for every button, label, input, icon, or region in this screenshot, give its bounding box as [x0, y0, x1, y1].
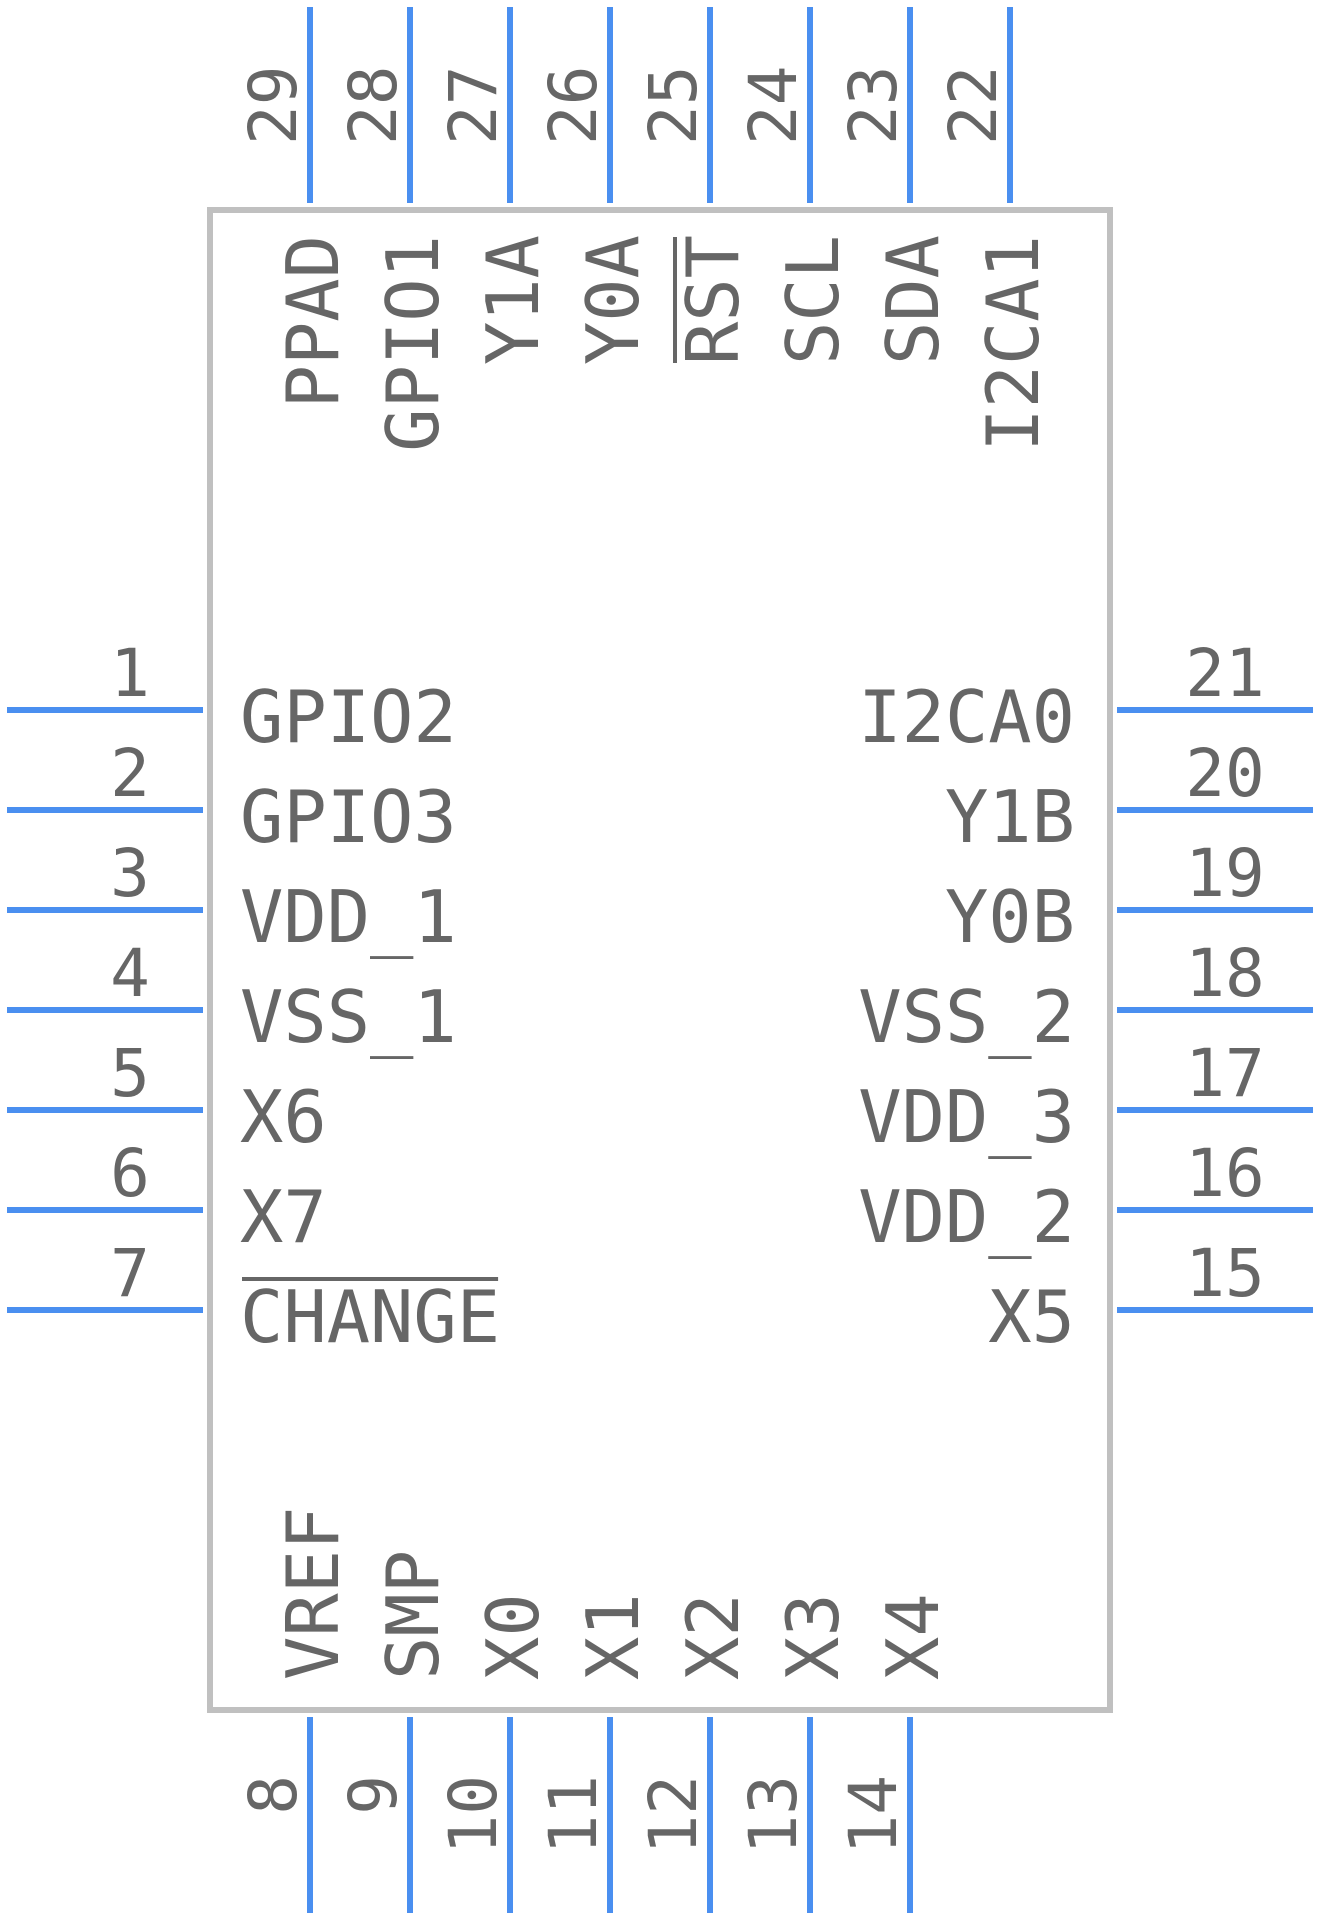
pin-number: 21: [1185, 635, 1264, 712]
pin-name: SCL: [771, 235, 855, 365]
pin-number: 22: [935, 66, 1012, 145]
pin-number: 16: [1185, 1135, 1264, 1212]
pin-number: 5: [110, 1035, 150, 1112]
pin-name: VSS_2: [858, 975, 1075, 1059]
pin-name: SDA: [871, 235, 955, 365]
pin-name: Y1B: [945, 775, 1075, 859]
pin-number: 12: [635, 1775, 712, 1854]
pin-name: VSS_1: [240, 975, 457, 1059]
pin-name: Y0A: [571, 235, 655, 365]
pin-name: GPIO2: [240, 675, 457, 759]
pin-name: X3: [771, 1593, 855, 1680]
pin-name: VDD_1: [240, 875, 457, 959]
pin-number: 1: [110, 635, 150, 712]
pin-name: RST: [671, 235, 755, 365]
pin-number: 6: [110, 1135, 150, 1212]
pin-name: PPAD: [271, 235, 355, 408]
pin-name: X5: [988, 1275, 1075, 1359]
pin-number: 8: [235, 1775, 312, 1815]
pin-name: X7: [240, 1175, 327, 1259]
pin-number: 9: [335, 1775, 412, 1815]
pin-number: 26: [535, 66, 612, 145]
pin-number: 15: [1185, 1235, 1264, 1312]
pin-number: 27: [435, 66, 512, 145]
pin-name: I2CA0: [858, 675, 1075, 759]
pin-number: 4: [110, 935, 150, 1012]
pin-number: 7: [110, 1235, 150, 1312]
pin-number: 11: [535, 1775, 612, 1854]
pin-name: GPIO1: [371, 235, 455, 452]
pin-number: 19: [1185, 835, 1264, 912]
pin-number: 17: [1185, 1035, 1264, 1112]
component-body: [207, 207, 1113, 1713]
pin-number: 20: [1185, 735, 1264, 812]
pin-name: VREF: [271, 1507, 355, 1680]
pin-number: 2: [110, 735, 150, 812]
pin-number: 10: [435, 1775, 512, 1854]
pin-name: GPIO3: [240, 775, 457, 859]
pin-name: I2CA1: [971, 235, 1055, 452]
pin-name: SMP: [371, 1550, 455, 1680]
pin-name: X0: [471, 1593, 555, 1680]
pin-number: 14: [835, 1775, 912, 1854]
pin-number: 25: [635, 66, 712, 145]
pin-name: Y1A: [471, 235, 555, 365]
pin-name: X2: [671, 1593, 755, 1680]
pin-lines: [7, 7, 1313, 1913]
pin-number: 23: [835, 66, 912, 145]
pin-name: CHANGE: [240, 1275, 500, 1359]
pin-name: X4: [871, 1593, 955, 1680]
pin-number: 29: [235, 66, 312, 145]
pin-number: 3: [110, 835, 150, 912]
pin-number: 28: [335, 66, 412, 145]
pin-name: VDD_3: [858, 1075, 1075, 1159]
pin-number: 18: [1185, 935, 1264, 1012]
pin-number: 24: [735, 66, 812, 145]
pin-number: 13: [735, 1775, 812, 1854]
pin-name: X6: [240, 1075, 327, 1159]
pin-name: X1: [571, 1593, 655, 1680]
pin-name: Y0B: [945, 875, 1075, 959]
pin-name: VDD_2: [858, 1175, 1075, 1259]
